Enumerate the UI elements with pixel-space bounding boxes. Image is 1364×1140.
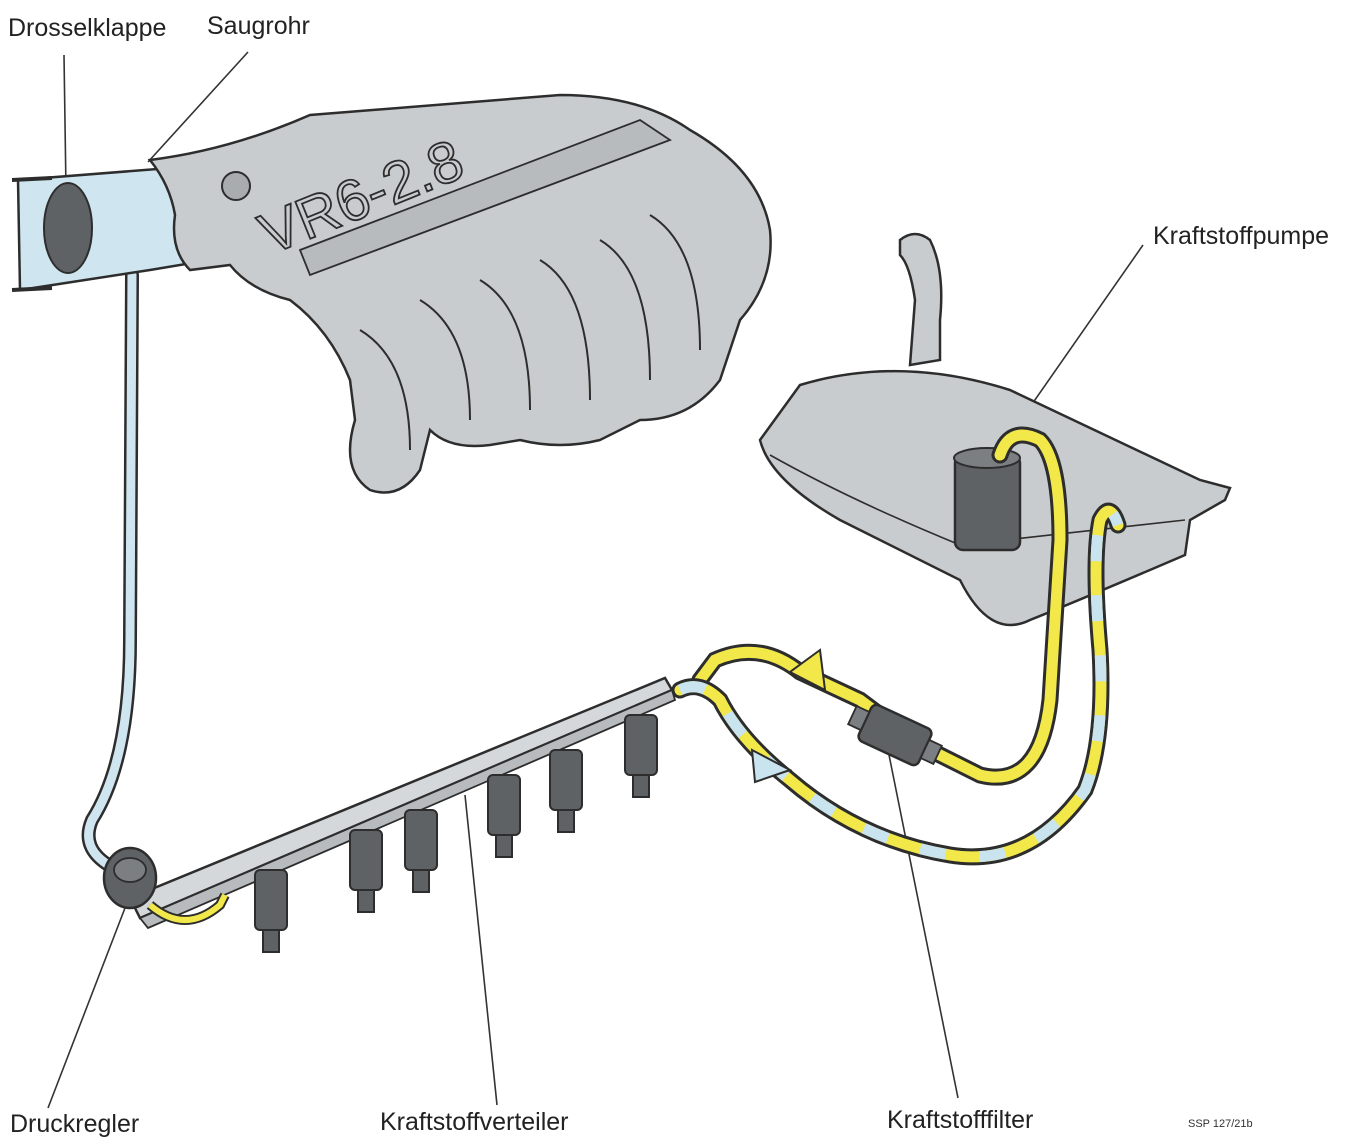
fuel-pump — [954, 448, 1020, 550]
label-druckregler: Druckregler — [10, 1112, 139, 1137]
leader-druckregler — [48, 895, 130, 1108]
throttle-plate — [44, 183, 92, 273]
label-kraftstoffpumpe: Kraftstoffpumpe — [1153, 224, 1329, 249]
figure-code: SSP 127/21b — [1188, 1118, 1253, 1130]
label-saugrohr: Saugrohr — [207, 14, 310, 39]
leader-kraftstoffverteiler — [465, 795, 497, 1105]
fuel-filter — [844, 697, 946, 773]
fuel-rail — [130, 678, 675, 928]
injector-1 — [255, 870, 287, 952]
pressure-regulator — [104, 848, 156, 908]
injector-2 — [350, 830, 382, 912]
label-kraftstofffilter: Kraftstofffilter — [887, 1108, 1033, 1133]
injector-6 — [625, 715, 657, 797]
leader-kraftstofffilter — [885, 735, 958, 1098]
injector-3 — [405, 810, 437, 892]
leader-drosselklappe — [64, 55, 66, 190]
label-drosselklappe: Drosselklappe — [8, 16, 166, 41]
intake-manifold: VR6-2.8 — [150, 95, 771, 493]
injector-4 — [488, 775, 520, 857]
injector-5 — [550, 750, 582, 832]
fuel-tank — [760, 234, 1230, 625]
label-kraftstoffverteiler: Kraftstoffverteiler — [380, 1110, 569, 1135]
